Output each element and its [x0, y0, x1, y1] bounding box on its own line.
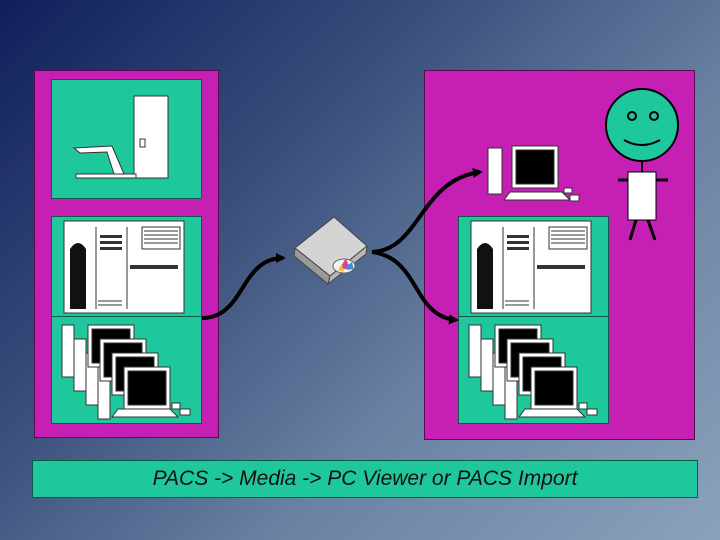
optical-disc-drive-icon [294, 217, 367, 284]
arrow-media-to-pc [372, 172, 480, 252]
arrow-pacs-to-media [202, 258, 283, 318]
arrow-media-to-pacs [372, 252, 456, 320]
desktop-computer-icon [488, 146, 579, 201]
caption-text: PACS -> Media -> PC Viewer or PACS Impor… [153, 467, 578, 491]
caption-box: PACS -> Media -> PC Viewer or PACS Impor… [32, 460, 698, 498]
person-smiley-icon [606, 89, 678, 240]
